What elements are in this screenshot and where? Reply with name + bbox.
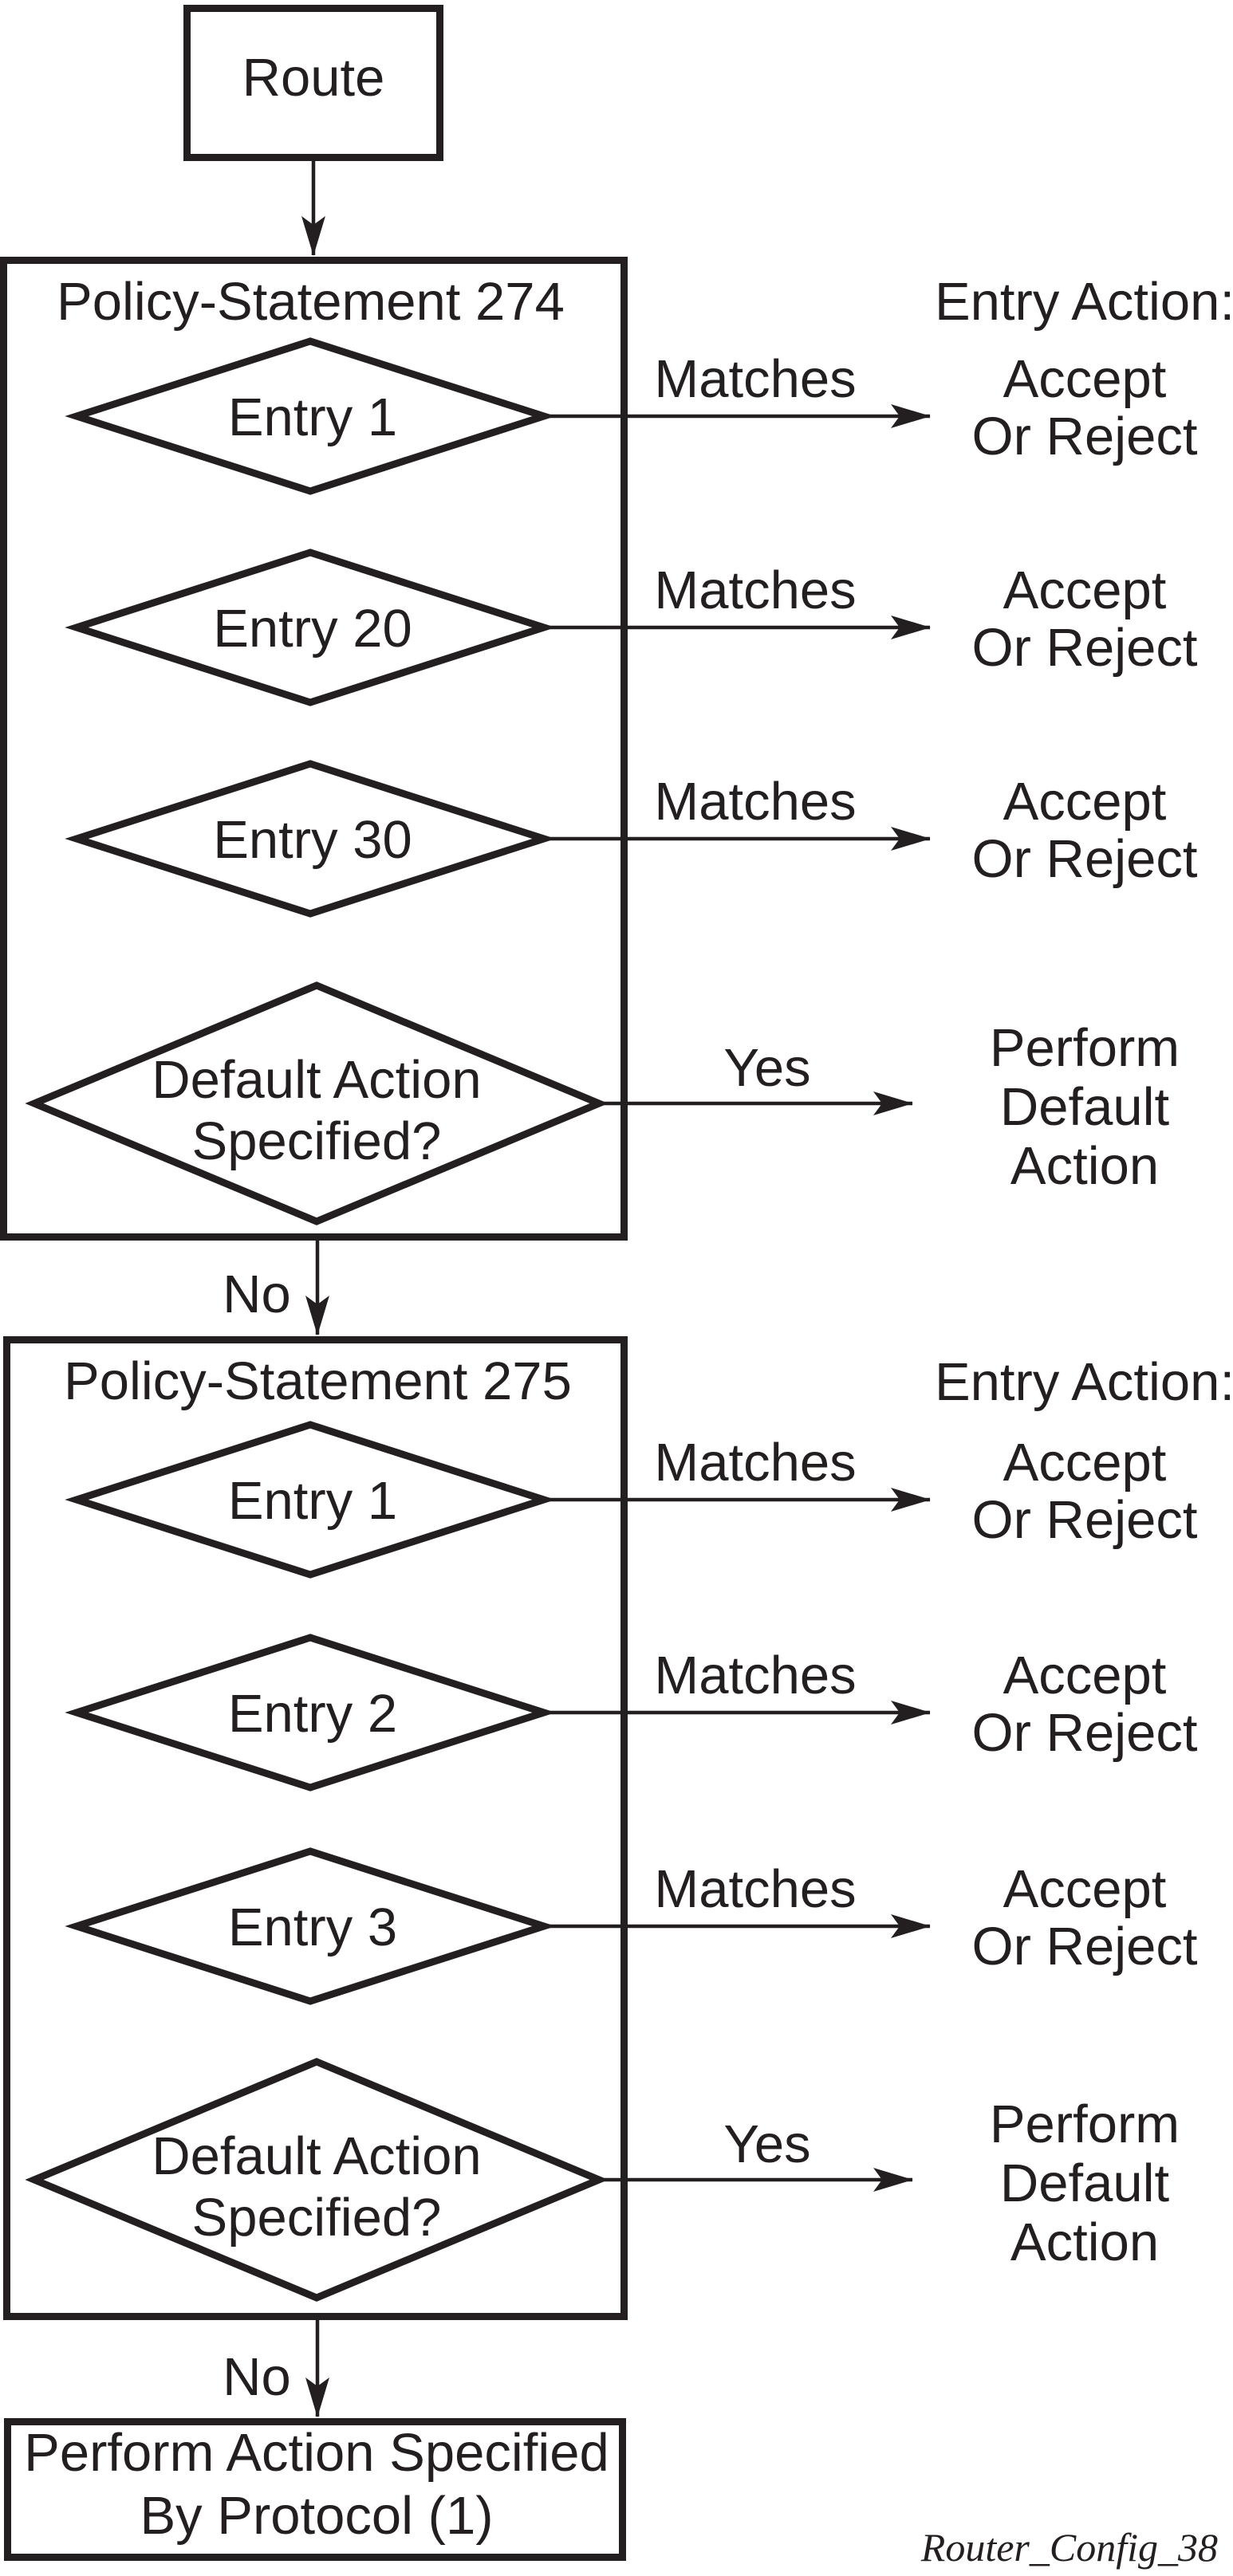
policy-274-default-action-line-3: Action — [1010, 1136, 1159, 1196]
policy-275-entry-1-diamond — [65, 1421, 556, 1579]
policy-275-default-yes-label: Yes — [723, 2114, 810, 2174]
policy-274-default-action-line-2: Default — [1000, 1077, 1170, 1137]
policy-275-box — [3, 1336, 628, 2320]
policy-274-entry-1-label: Entry 1 — [228, 387, 397, 447]
policy-275-entry-3-matches-label: Matches — [654, 1859, 856, 1919]
policy-275-title: Policy-Statement 275 — [64, 1351, 572, 1411]
route-node-box — [183, 5, 443, 161]
policy-275-no-label: No — [223, 2347, 291, 2407]
policy-274-entry-30-action-line-2: Or Reject — [972, 829, 1198, 889]
policy-274-box — [0, 257, 628, 1241]
policy-275-entry-1-action-line-1: Accept — [1003, 1433, 1167, 1493]
terminal-node-label-line-2: By Protocol (1) — [140, 2486, 493, 2546]
terminal-node-label-line-1: Perform Action Specified — [24, 2423, 609, 2483]
policy-275-default-action-line-2: Default — [1000, 2153, 1170, 2213]
policy-274-entry-20-action-line-2: Or Reject — [972, 618, 1198, 678]
policy-274-entry-1-action-line-1: Accept — [1003, 349, 1167, 409]
terminal-node-box — [4, 2418, 626, 2561]
policy-274-entry-action-header: Entry Action: — [935, 272, 1233, 332]
policy-274-title: Policy-Statement 274 — [57, 272, 565, 332]
policy-274-no-label: No — [223, 1264, 291, 1324]
policy-275-entry-1-action-line-2: Or Reject — [972, 1490, 1198, 1550]
route-node-label: Route — [242, 48, 385, 108]
policy-275-entry-3-action-line-1: Accept — [1003, 1859, 1167, 1919]
policy-275-default-diamond — [25, 2058, 609, 2302]
policy-275-default-question-line-1: Default Action — [152, 2126, 481, 2186]
policy-274-default-question-line-1: Default Action — [152, 1050, 481, 1110]
policy-274-default-question-line-2: Specified? — [192, 1111, 442, 1171]
policy-275-default-action-line-1: Perform — [990, 2094, 1180, 2154]
policy-274-entry-20-label: Entry 20 — [213, 599, 412, 659]
policy-275-entry-1-matches-label: Matches — [654, 1433, 856, 1493]
policy-274-default-action-line-1: Perform — [990, 1018, 1180, 1078]
policy-275-entry-2-label: Entry 2 — [228, 1684, 397, 1744]
policy-275-entry-3-diamond — [65, 1847, 556, 2005]
policy-275-entry-action-header: Entry Action: — [935, 1352, 1233, 1412]
policy-274-entry-1-diamond — [65, 337, 556, 495]
policy-274-entry-30-diamond — [65, 760, 556, 918]
policy-274-entry-1-action-line-2: Or Reject — [972, 407, 1198, 466]
policy-274-entry-30-action-line-1: Accept — [1003, 772, 1167, 832]
policy-275-default-action-line-3: Action — [1010, 2212, 1159, 2272]
policy-274-default-yes-label: Yes — [723, 1038, 810, 1098]
policy-274-entry-20-diamond — [65, 549, 556, 706]
figure-caption: Router_Config_38 — [920, 2525, 1218, 2570]
policy-275-entry-1-label: Entry 1 — [228, 1471, 397, 1531]
policy-274-entry-20-action-line-1: Accept — [1003, 560, 1167, 620]
policy-275-entry-2-matches-label: Matches — [654, 1646, 856, 1705]
policy-275-entry-2-action-line-2: Or Reject — [972, 1703, 1198, 1763]
policy-274-entry-1-matches-label: Matches — [654, 349, 856, 409]
policy-274-entry-20-matches-label: Matches — [654, 560, 856, 620]
policy-275-entry-3-action-line-2: Or Reject — [972, 1917, 1198, 1976]
policy-275-default-question-line-2: Specified? — [192, 2188, 442, 2248]
policy-275-entry-2-diamond — [65, 1634, 556, 1791]
policy-274-entry-30-label: Entry 30 — [213, 810, 412, 870]
policy-274-default-diamond — [25, 981, 609, 1225]
policy-275-entry-3-label: Entry 3 — [228, 1898, 397, 1957]
policy-275-entry-2-action-line-1: Accept — [1003, 1646, 1167, 1705]
policy-274-entry-30-matches-label: Matches — [654, 772, 856, 832]
